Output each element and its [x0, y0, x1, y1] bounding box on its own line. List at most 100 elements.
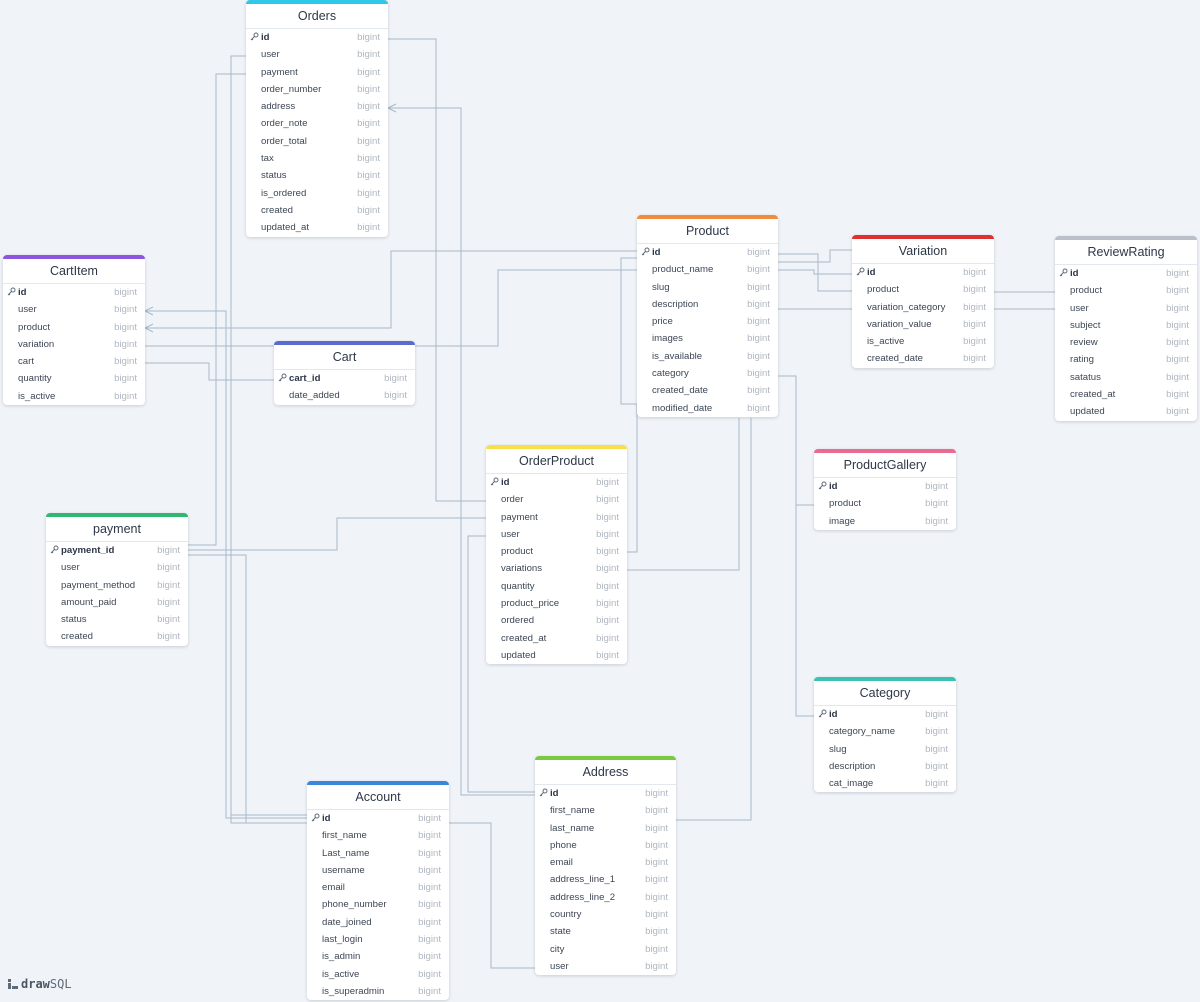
table-title[interactable]: payment — [46, 517, 188, 542]
table-title[interactable]: Address — [535, 760, 676, 785]
drawsql-logo[interactable]: drawSQL — [8, 977, 72, 991]
table-title[interactable]: ReviewRating — [1055, 240, 1197, 265]
table-title[interactable]: Variation — [852, 239, 994, 264]
table-title[interactable]: CartItem — [3, 259, 145, 284]
table-title[interactable]: Category — [814, 681, 956, 706]
table-title[interactable]: OrderProduct — [486, 449, 627, 474]
table-title[interactable]: Orders — [246, 4, 388, 29]
table-title[interactable]: ProductGallery — [814, 453, 956, 478]
table-title[interactable]: Cart — [274, 345, 415, 370]
